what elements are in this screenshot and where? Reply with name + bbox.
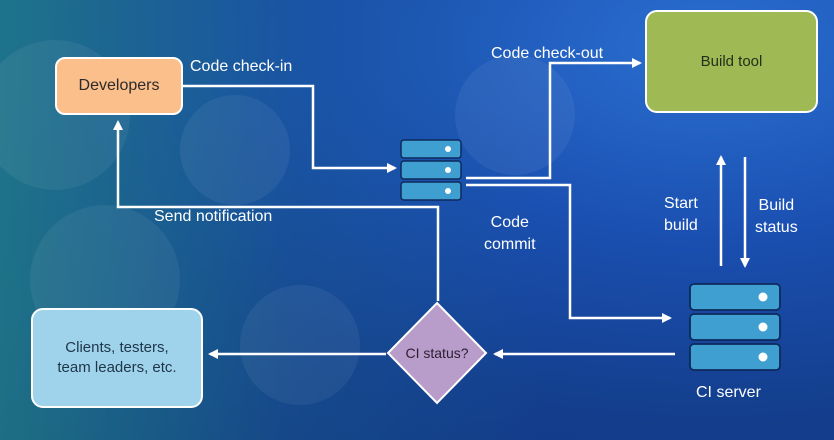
- code-check-in-label: Code check-in: [190, 58, 293, 75]
- build-status-label: Build status: [755, 195, 798, 239]
- code-commit-label: Code commit: [484, 212, 536, 256]
- bg-decor-circle-4: [455, 55, 575, 175]
- developers-node: Developers: [55, 57, 183, 115]
- bg-decor-circle-5: [240, 285, 360, 405]
- edge-code-check-in: [183, 84, 397, 173]
- build-status-line-2: status: [755, 219, 798, 236]
- code-commit-line-1: Code: [490, 214, 529, 231]
- code-check-out-label: Code check-out: [491, 45, 604, 62]
- send-notification-label: Send notification: [154, 208, 273, 225]
- ci-status-decision: CI status?: [386, 301, 488, 405]
- clients-node: Clients, testers, team leaders, etc.: [31, 308, 203, 408]
- start-build-line-1: Start: [664, 195, 698, 212]
- ci-server-label: CI server: [696, 384, 761, 401]
- start-build-label: Start build: [664, 193, 698, 237]
- code-commit-line-2: commit: [484, 236, 536, 253]
- clients-label-line-2: team leaders, etc.: [57, 359, 177, 376]
- bg-decor-circle-2: [180, 95, 290, 205]
- edge-send-notification: [113, 120, 440, 301]
- ci-server-icon: [689, 283, 781, 371]
- build-tool-node: Build tool: [645, 10, 818, 113]
- start-build-line-2: build: [664, 217, 698, 234]
- build-tool-label: Build tool: [700, 53, 763, 70]
- ci-status-label: CI status?: [405, 345, 469, 361]
- clients-label-line-1: Clients, testers,: [65, 339, 169, 356]
- edge-code-commit: [466, 183, 672, 323]
- build-status-line-1: Build: [758, 197, 795, 214]
- developers-label: Developers: [78, 77, 160, 94]
- edge-code-check-out: [466, 58, 642, 180]
- repository-server-icon: [400, 139, 462, 201]
